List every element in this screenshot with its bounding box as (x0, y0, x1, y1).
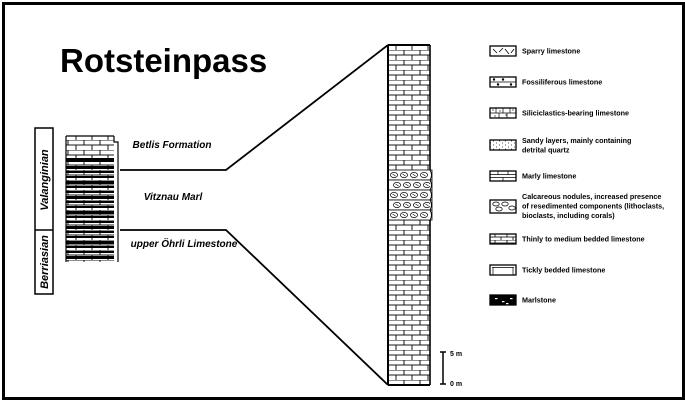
legend-label: Marlstone (522, 296, 556, 305)
legend-label: Siliciclastics-bearing limestone (522, 109, 629, 118)
scale-label-bottom: 0 m (450, 381, 462, 388)
legend-label: bioclasts, including corals) (522, 211, 615, 220)
marlstone-icon (489, 294, 517, 306)
formation-label-vitznau: Vitznau Marl (144, 192, 203, 203)
sandy-layers-icon (489, 139, 517, 151)
sparry-limestone-icon (489, 45, 517, 57)
scale-label-top: 5 m (450, 351, 462, 358)
thick-bedded-limestone-icon (489, 264, 517, 276)
calcareous-nodules-icon (489, 199, 517, 214)
legend-label: Marly limestone (522, 172, 576, 181)
legend-item: Marly limestone (489, 170, 576, 182)
detailed-section-column (387, 44, 433, 386)
legend-label: Thinly to medium bedded limestone (522, 235, 645, 244)
scale-bar: 5 m 0 m (440, 351, 462, 388)
legend-label: detrital quartz (522, 145, 570, 154)
legend-item: Sandy layers, mainly containingdetrital … (489, 136, 631, 154)
stage-label-berriasian: Berriasian (39, 235, 51, 289)
diagram-title: Rotsteinpass (60, 42, 267, 79)
fossiliferous-limestone-icon (489, 76, 517, 88)
legend-item: Sparry limestone (489, 45, 580, 57)
marly-limestone-icon (489, 170, 517, 182)
legend-item: Marlstone (489, 294, 556, 306)
legend-label: of resedimented components (lithoclasts, (522, 202, 664, 211)
formation-label-ohrli: upper Öhrli Limestone (131, 237, 238, 250)
overview-section-column (65, 135, 119, 262)
legend-item: Siliciclastics-bearing limestone (489, 107, 629, 119)
stage-column: Valanginian Berriasian (34, 127, 54, 295)
legend-item: Tickly bedded limestone (489, 264, 605, 276)
legend-label: Calcareous nodules, increased presence (522, 192, 661, 201)
correlation-lines (120, 44, 389, 386)
legend-item: Fossiliferous limestone (489, 76, 602, 88)
legend-label: Tickly bedded limestone (522, 266, 605, 275)
legend-label: Fossiliferous limestone (522, 78, 602, 87)
formation-label-betlis: Betlis Formation (133, 140, 212, 151)
calcareous-nodules-interval (387, 169, 433, 221)
legend-item: Thinly to medium bedded limestone (489, 233, 645, 245)
legend-label: Sandy layers, mainly containing (522, 136, 631, 145)
thin-bedded-limestone-icon (489, 233, 517, 245)
stage-label-valanginian: Valanginian (39, 149, 51, 211)
legend-item: Calcareous nodules, increased presenceof… (489, 192, 664, 220)
legend-label: Sparry limestone (522, 47, 580, 56)
siliciclastics-limestone-icon (489, 107, 517, 119)
